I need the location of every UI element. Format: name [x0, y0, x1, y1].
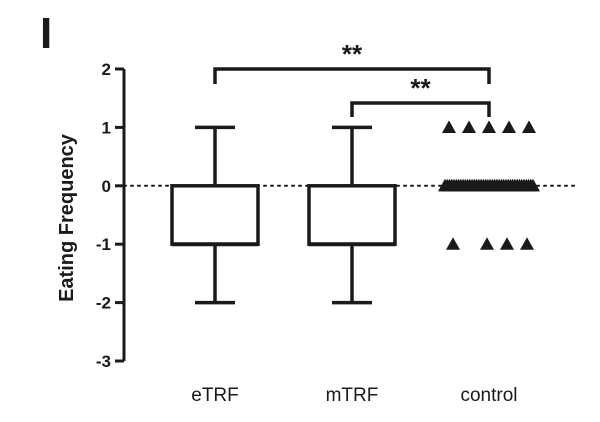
triangle-point [522, 120, 536, 133]
triangle-point [480, 237, 494, 250]
significance-label: ** [410, 73, 431, 103]
significance-label: ** [342, 39, 363, 69]
bracket-line [213, 67, 491, 84]
y-tick-label: 2 [102, 60, 111, 79]
y-axis-title: Eating Frequency [56, 133, 78, 302]
triangle-point [442, 120, 456, 133]
y-tick-label: -3 [96, 352, 111, 371]
triangle-point [502, 120, 516, 133]
panel-letter: I [40, 9, 53, 58]
boxes [170, 125, 397, 305]
y-tick-label: -1 [96, 235, 111, 254]
y-tick-label: -2 [96, 294, 111, 313]
box-mtrf [307, 125, 397, 305]
triangle-point [482, 120, 496, 133]
y-tick-label: 1 [102, 118, 111, 137]
iqr-box [170, 184, 260, 246]
triangle-point [462, 120, 476, 133]
y-axis: 2 1 0 -1 -2 -3 eTRF mTRF control [96, 60, 518, 406]
x-category-label: control [460, 385, 517, 406]
triangle-point [446, 237, 460, 250]
bracket-etrf-vs-control: ** [213, 39, 491, 84]
bracket-mtrf-vs-control: ** [350, 73, 491, 117]
control-points [438, 120, 540, 250]
bracket-line [350, 101, 491, 117]
triangle-point [526, 178, 540, 192]
significance-brackets: ** ** [213, 39, 491, 117]
triangle-point [500, 237, 514, 250]
x-category-label: eTRF [191, 385, 239, 406]
box-etrf [170, 125, 260, 305]
triangle-point [520, 237, 534, 250]
y-tick-label: 0 [102, 177, 111, 196]
iqr-box [307, 184, 397, 246]
x-category-label: mTRF [326, 385, 379, 406]
